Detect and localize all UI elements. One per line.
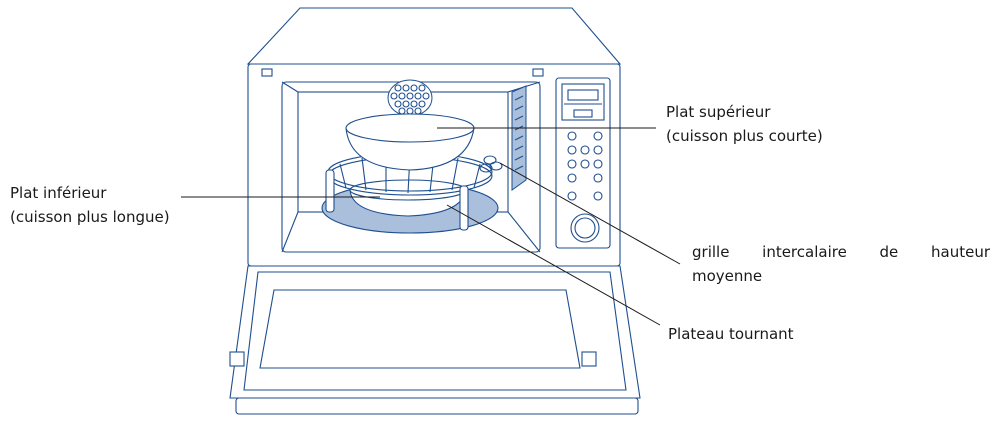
panel-button[interactable] [567,131,577,141]
door-inner-border [243,271,627,391]
door-outer [229,265,641,399]
oven-top [246,7,622,65]
panel-button[interactable] [580,159,590,169]
label-lower-dish-line1: Plat inférieur [10,184,107,202]
grill-vent [387,79,433,117]
label-rack-line1: grille intercalaire de hauteur [692,243,990,261]
panel-button[interactable] [567,173,577,183]
panel-button[interactable] [593,159,603,169]
panel-button[interactable] [567,145,577,155]
panel-button[interactable] [580,145,590,155]
latch-slot-right [532,68,544,77]
label-lower-dish-line2: (cuisson plus longue) [10,208,170,226]
panel-button[interactable] [593,173,603,183]
latch-slot-left [261,68,273,77]
leader-line-turntable [446,204,661,326]
panel-button[interactable] [567,191,577,201]
label-rack: grille intercalaire de hauteur moyenne [692,240,990,288]
panel-button[interactable] [593,145,603,155]
control-panel [555,77,611,249]
label-turntable: Plateau tournant [668,322,794,346]
microwave-oven [246,7,622,267]
panel-button[interactable] [593,191,603,201]
side-vent [511,85,527,191]
label-turntable-line1: Plateau tournant [668,325,794,343]
display [561,83,605,121]
label-upper-dish-line1: Plat supérieur [666,103,771,121]
oven-door [229,265,641,415]
label-upper-dish-line2: (cuisson plus courte) [666,127,823,145]
panel-button[interactable] [593,131,603,141]
panel-button[interactable] [567,159,577,169]
label-upper-dish: Plat supérieur (cuisson plus courte) [666,100,823,148]
label-lower-dish: Plat inférieur (cuisson plus longue) [10,181,170,229]
door-window [259,289,581,369]
label-rack-line2: moyenne [692,267,763,285]
leader-line-rack [499,162,681,265]
